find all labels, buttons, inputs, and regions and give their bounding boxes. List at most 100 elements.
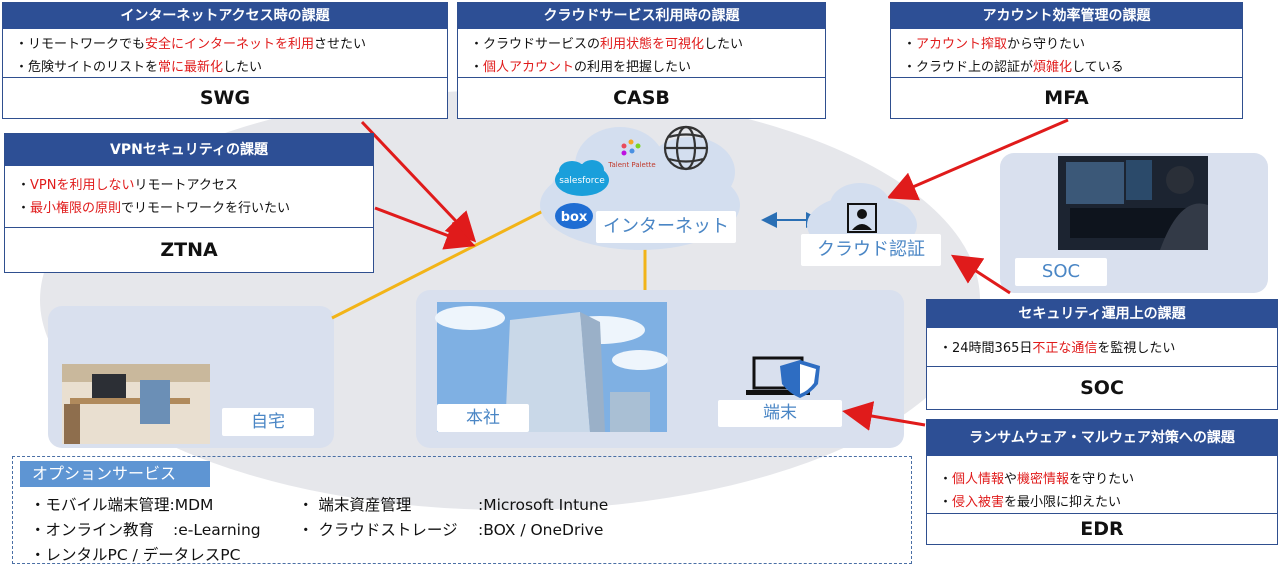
hq-label: 本社 [437, 404, 529, 432]
option-item-asset: ・ 端末資産管理 :Microsoft Intune [298, 493, 608, 515]
issue-text: の利用を把握したい [574, 60, 692, 75]
edr-issue-box: ランサムウェア・マルウェア対策への課題 ・個人情報や機密情報を守りたい ・侵入被… [926, 419, 1278, 545]
edr-issue-line-2: ・侵入被害を最小限に抑えたい [939, 491, 1267, 514]
issue-text: ・ [17, 201, 31, 216]
option-mdm-value: :MDM [169, 496, 214, 514]
issue-text: でリモートワークを行いたい [121, 201, 291, 216]
highlight-text: 安全にインターネットを利用 [145, 37, 315, 52]
issue-text: から守りたい [1007, 37, 1086, 52]
issue-text: ・リモートワークでも [15, 37, 146, 52]
globe-icon [663, 125, 709, 171]
casb-issue-line-1: ・クラウドサービスの利用状態を可視化したい [470, 33, 815, 56]
box-logo [555, 203, 593, 229]
highlight-text: 煩雑化 [1033, 60, 1073, 75]
user-auth-icon [847, 203, 877, 233]
issue-text: ・ [470, 60, 484, 75]
swg-header: インターネットアクセス時の課題 [3, 3, 447, 29]
laptop-shield-icon [746, 356, 820, 398]
soc-issue-box: セキュリティ運用上の課題 ・24時間365日不正な通信を監視したい SOC [926, 299, 1278, 410]
ztna-issue-box: VPNセキュリティの課題 ・VPNを利用しないリモートアクセス ・最小権限の原則… [4, 133, 374, 273]
mfa-issue-box: アカウント効率管理の課題 ・アカウント搾取から守りたい ・クラウド上の認証が煩雑… [890, 2, 1243, 119]
option-asset-name: ・ 端末資産管理 [298, 496, 412, 514]
edr-arrow [842, 401, 926, 431]
soc-operator-photo [1058, 156, 1208, 250]
option-services-box [12, 456, 912, 564]
swg-issue-line-2: ・危険サイトのリストを常に最新化したい [15, 56, 437, 79]
issue-text: ・ [939, 472, 953, 487]
soc-issue-line-1: ・24時間365日不正な通信を監視したい [939, 337, 1267, 360]
mfa-header: アカウント効率管理の課題 [891, 3, 1242, 29]
issue-text: を守りたい [1069, 472, 1135, 487]
option-item-rental-pc: ・レンタルPC / データレスPC [30, 543, 240, 565]
cloud-auth-label: クラウド認証 [801, 234, 941, 266]
option-mdm-name: ・モバイル端末管理 [30, 496, 170, 514]
swg-issue-line-1: ・リモートワークでも安全にインターネットを利用させたい [15, 33, 437, 56]
issue-text: リモートアクセス [134, 178, 238, 193]
option-elearning-value: :e-Learning [173, 521, 261, 539]
option-storage-name: ・ クラウドストレージ [298, 521, 458, 539]
edr-footer: EDR [927, 513, 1277, 544]
home-label: 自宅 [222, 408, 314, 436]
highlight-text: 不正な通信 [1032, 341, 1098, 356]
swg-arrow [360, 120, 477, 243]
issue-text: ・ [17, 178, 31, 193]
highlight-text: 機密情報 [1017, 472, 1070, 487]
highlight-text: 個人情報 [952, 472, 1005, 487]
home-internet-link [331, 203, 556, 320]
issue-text: や [1004, 472, 1018, 487]
issue-text: ・クラウドサービスの [470, 37, 601, 52]
talent-palette-logo [621, 139, 641, 156]
salesforce-logo [555, 160, 609, 196]
option-storage-value: :BOX / OneDrive [478, 521, 604, 539]
salesforce-logo-text: salesforce [559, 176, 605, 186]
issue-text: したい [704, 37, 744, 52]
ztna-arrow [374, 206, 476, 250]
soc-label: SOC [1015, 258, 1107, 286]
device-label: 端末 [718, 400, 842, 427]
option-asset-value: :Microsoft Intune [478, 496, 609, 514]
issue-text: ・24時間365日 [939, 341, 1033, 356]
issue-text: ・ [903, 37, 917, 52]
option-item-mdm: ・モバイル端末管理:MDM [30, 493, 213, 515]
home-office-photo [62, 364, 210, 444]
mfa-issue-line-2: ・クラウド上の認証が煩雑化している [903, 56, 1232, 79]
option-item-elearning: ・オンライン教育 :e-Learning [30, 518, 261, 540]
ztna-header: VPNセキュリティの課題 [5, 134, 373, 166]
mfa-footer: MFA [891, 77, 1242, 118]
highlight-text: 最小権限の原則 [30, 201, 122, 216]
casb-footer: CASB [458, 77, 825, 118]
issue-text: ・ [939, 495, 953, 510]
issue-text: させたい [314, 37, 367, 52]
highlight-text: 利用状態を可視化 [600, 37, 705, 52]
highlight-text: アカウント搾取 [916, 37, 1008, 52]
casb-issue-line-2: ・個人アカウントの利用を把握したい [470, 56, 815, 79]
option-elearning-name: ・オンライン教育 [30, 521, 155, 539]
internet-label: インターネット [596, 211, 736, 243]
swg-footer: SWG [3, 77, 447, 118]
casb-issue-box: クラウドサービス利用時の課題 ・クラウドサービスの利用状態を可視化したい ・個人… [457, 2, 826, 119]
option-services-title: オプションサービス [20, 461, 210, 487]
issue-text: を最小限に抑えたい [1004, 495, 1122, 510]
ztna-issue-line-1: ・VPNを利用しないリモートアクセス [17, 174, 363, 197]
edr-issue-line-1: ・個人情報や機密情報を守りたい [939, 468, 1267, 491]
highlight-text: 常に最新化 [158, 60, 224, 75]
mfa-arrow [886, 118, 1069, 201]
soc-issue-header: セキュリティ運用上の課題 [927, 300, 1277, 328]
highlight-text: VPNを利用しない [30, 178, 135, 193]
issue-text: したい [223, 60, 263, 75]
swg-issue-box: インターネットアクセス時の課題 ・リモートワークでも安全にインターネットを利用さ… [2, 2, 448, 119]
issue-text: を監視したい [1097, 341, 1176, 356]
highlight-text: 侵入被害 [952, 495, 1005, 510]
ztna-issue-line-2: ・最小権限の原則でリモートワークを行いたい [17, 197, 363, 220]
highlight-text: 個人アカウント [483, 60, 575, 75]
soc-issue-footer: SOC [927, 366, 1277, 409]
option-rental-pc-name: ・レンタルPC / データレスPC [30, 546, 241, 564]
issue-text: ・クラウド上の認証が [903, 60, 1034, 75]
box-logo-text: box [561, 210, 588, 225]
casb-header: クラウドサービス利用時の課題 [458, 3, 825, 29]
edr-header: ランサムウェア・マルウェア対策への課題 [927, 420, 1277, 456]
mfa-issue-line-1: ・アカウント搾取から守りたい [903, 33, 1232, 56]
soc-arrow [950, 254, 1011, 295]
ztna-footer: ZTNA [5, 227, 373, 272]
